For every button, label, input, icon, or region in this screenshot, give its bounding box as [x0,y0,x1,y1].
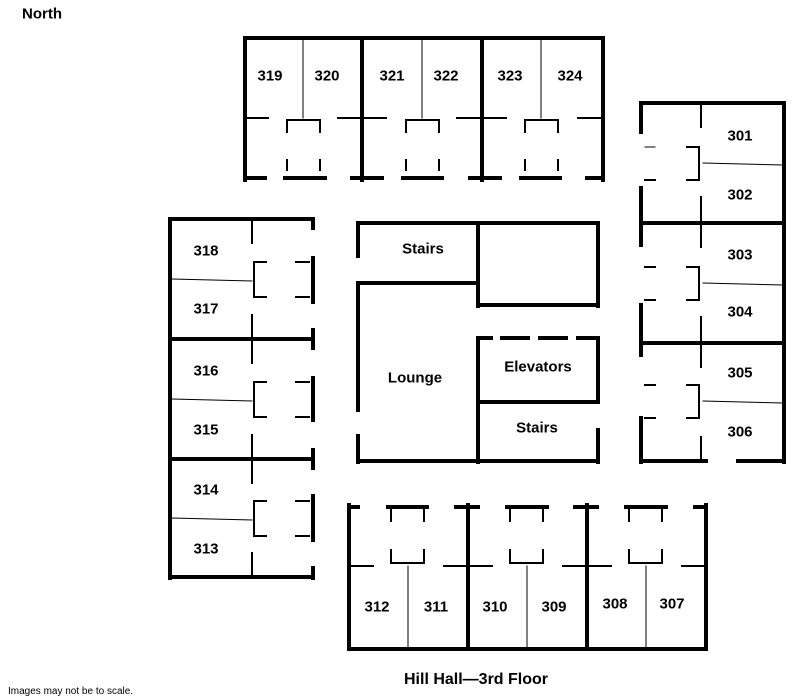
west-wing-walls [168,217,315,580]
north-wing-walls [243,36,605,182]
room-312-label: 312 [364,598,390,616]
room-318-label: 318 [193,242,219,260]
room-304-label: 304 [727,303,753,321]
room-306-label: 306 [727,423,753,441]
room-308-label: 308 [602,595,628,613]
room-324-label: 324 [557,67,583,85]
room-317-label: 317 [193,300,219,318]
central-core-walls [356,221,600,464]
room-322-label: 322 [433,67,459,85]
room-310-label: 310 [482,598,508,616]
room-309-label: 309 [541,598,567,616]
stairs-south-label: Stairs [516,419,558,437]
room-315-label: 315 [193,421,219,439]
room-321-label: 321 [379,67,405,85]
room-319-label: 319 [257,67,283,85]
room-305-label: 305 [727,364,753,382]
east-wing-walls [639,101,786,464]
north-label: North [22,5,62,23]
room-301-label: 301 [727,127,753,145]
room-302-label: 302 [727,186,753,204]
room-311-label: 311 [423,598,449,616]
room-314-label: 314 [193,481,219,499]
lounge-label: Lounge [387,369,443,387]
room-316-label: 316 [193,362,219,380]
floor-caption: Hill Hall—3rd Floor [403,671,549,688]
room-313-label: 313 [193,540,219,558]
room-303-label: 303 [727,246,753,264]
room-323-label: 323 [497,67,523,85]
room-307-label: 307 [659,595,685,613]
room-320-label: 320 [314,67,340,85]
stairs-north-label: Stairs [402,240,444,258]
scale-note: Images may not be to scale. [8,686,134,697]
south-wing-walls [347,503,708,651]
elevators-label: Elevators [504,358,572,376]
